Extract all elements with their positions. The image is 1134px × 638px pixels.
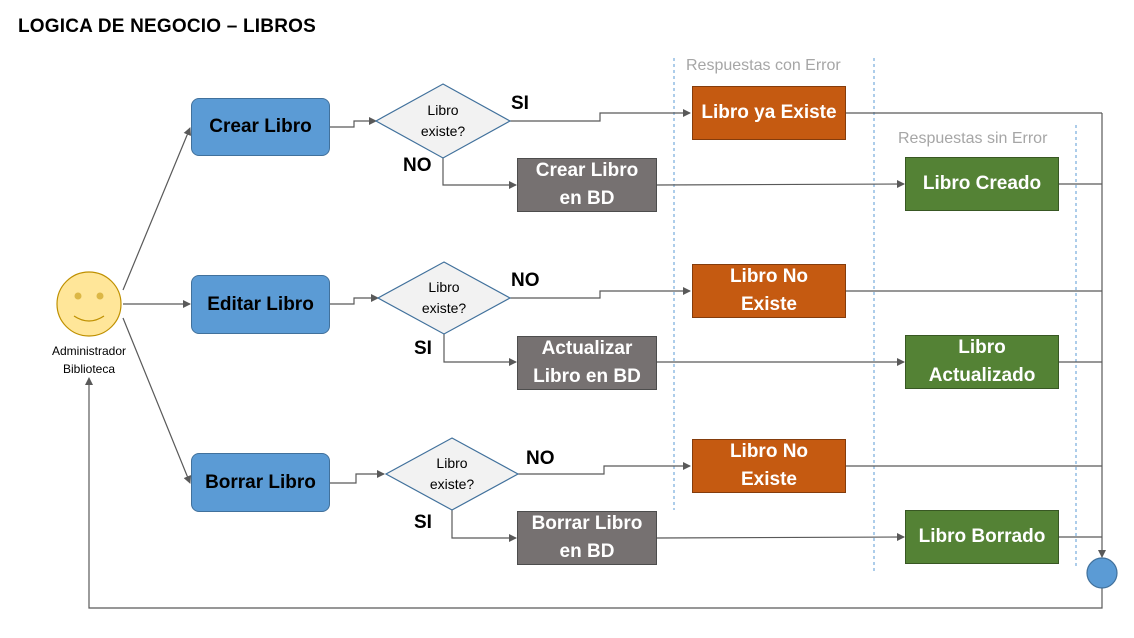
connector-borrar-to-decision bbox=[330, 470, 385, 484]
error-result-crear: Libro ya Existe bbox=[692, 86, 846, 140]
decision-label-crear: Libro existe? bbox=[420, 102, 466, 139]
decision-diamond-editar bbox=[376, 261, 512, 335]
branch-label-editar-top: NO bbox=[511, 270, 540, 291]
connector-decision2-no bbox=[510, 287, 691, 299]
actor-smiley-icon bbox=[56, 271, 122, 337]
error-result-borrar: Libro No Existe bbox=[692, 439, 846, 493]
connector-actor-crear bbox=[122, 127, 192, 291]
action-borrar-libro[interactable]: Borrar Libro bbox=[191, 453, 330, 512]
actor-label: Administrador Biblioteca bbox=[51, 344, 127, 376]
decision-diamond-crear bbox=[374, 83, 512, 159]
branch-label-crear-top: SI bbox=[511, 93, 529, 114]
connector-decision2-si bbox=[443, 334, 517, 366]
db-action-borrar: Borrar Libro en BD bbox=[517, 511, 657, 565]
decision-label-editar: Libro existe? bbox=[421, 279, 467, 316]
connector-actor-borrar bbox=[122, 317, 192, 484]
connector-crear-to-decision bbox=[330, 117, 377, 128]
decision-label-borrar: Libro existe? bbox=[429, 455, 475, 492]
diagram-title: LOGICA DE NEGOCIO – LIBROS bbox=[18, 16, 316, 37]
connector-db1-to-success bbox=[656, 180, 905, 189]
decision-diamond-borrar bbox=[384, 437, 520, 511]
connector-decision1-no bbox=[442, 158, 517, 189]
success-result-editar: Libro Actualizado bbox=[905, 335, 1059, 389]
header-success: Respuestas sin Error bbox=[898, 130, 1048, 147]
end-node bbox=[1086, 557, 1118, 589]
connector-decision1-si bbox=[510, 109, 691, 122]
connector-decision3-no bbox=[518, 462, 691, 475]
success-result-borrar: Libro Borrado bbox=[905, 510, 1059, 564]
connector-decision3-si bbox=[451, 510, 517, 542]
branch-label-editar-bottom: SI bbox=[414, 338, 432, 359]
action-crear-libro[interactable]: Crear Libro bbox=[191, 98, 330, 156]
connector-return-to-actor bbox=[85, 377, 1103, 609]
db-action-editar: Actualizar Libro en BD bbox=[517, 336, 657, 390]
db-action-crear: Crear Libro en BD bbox=[517, 158, 657, 212]
connector-editar-to-decision bbox=[330, 294, 379, 305]
success-result-crear: Libro Creado bbox=[905, 157, 1059, 211]
header-errors: Respuestas con Error bbox=[686, 57, 841, 74]
error-result-editar: Libro No Existe bbox=[692, 264, 846, 318]
action-editar-libro[interactable]: Editar Libro bbox=[191, 275, 330, 334]
branch-label-crear-bottom: NO bbox=[403, 155, 432, 176]
branch-label-borrar-bottom: SI bbox=[414, 512, 432, 533]
connector-db3-to-success bbox=[656, 533, 905, 542]
branch-label-borrar-top: NO bbox=[526, 448, 555, 469]
